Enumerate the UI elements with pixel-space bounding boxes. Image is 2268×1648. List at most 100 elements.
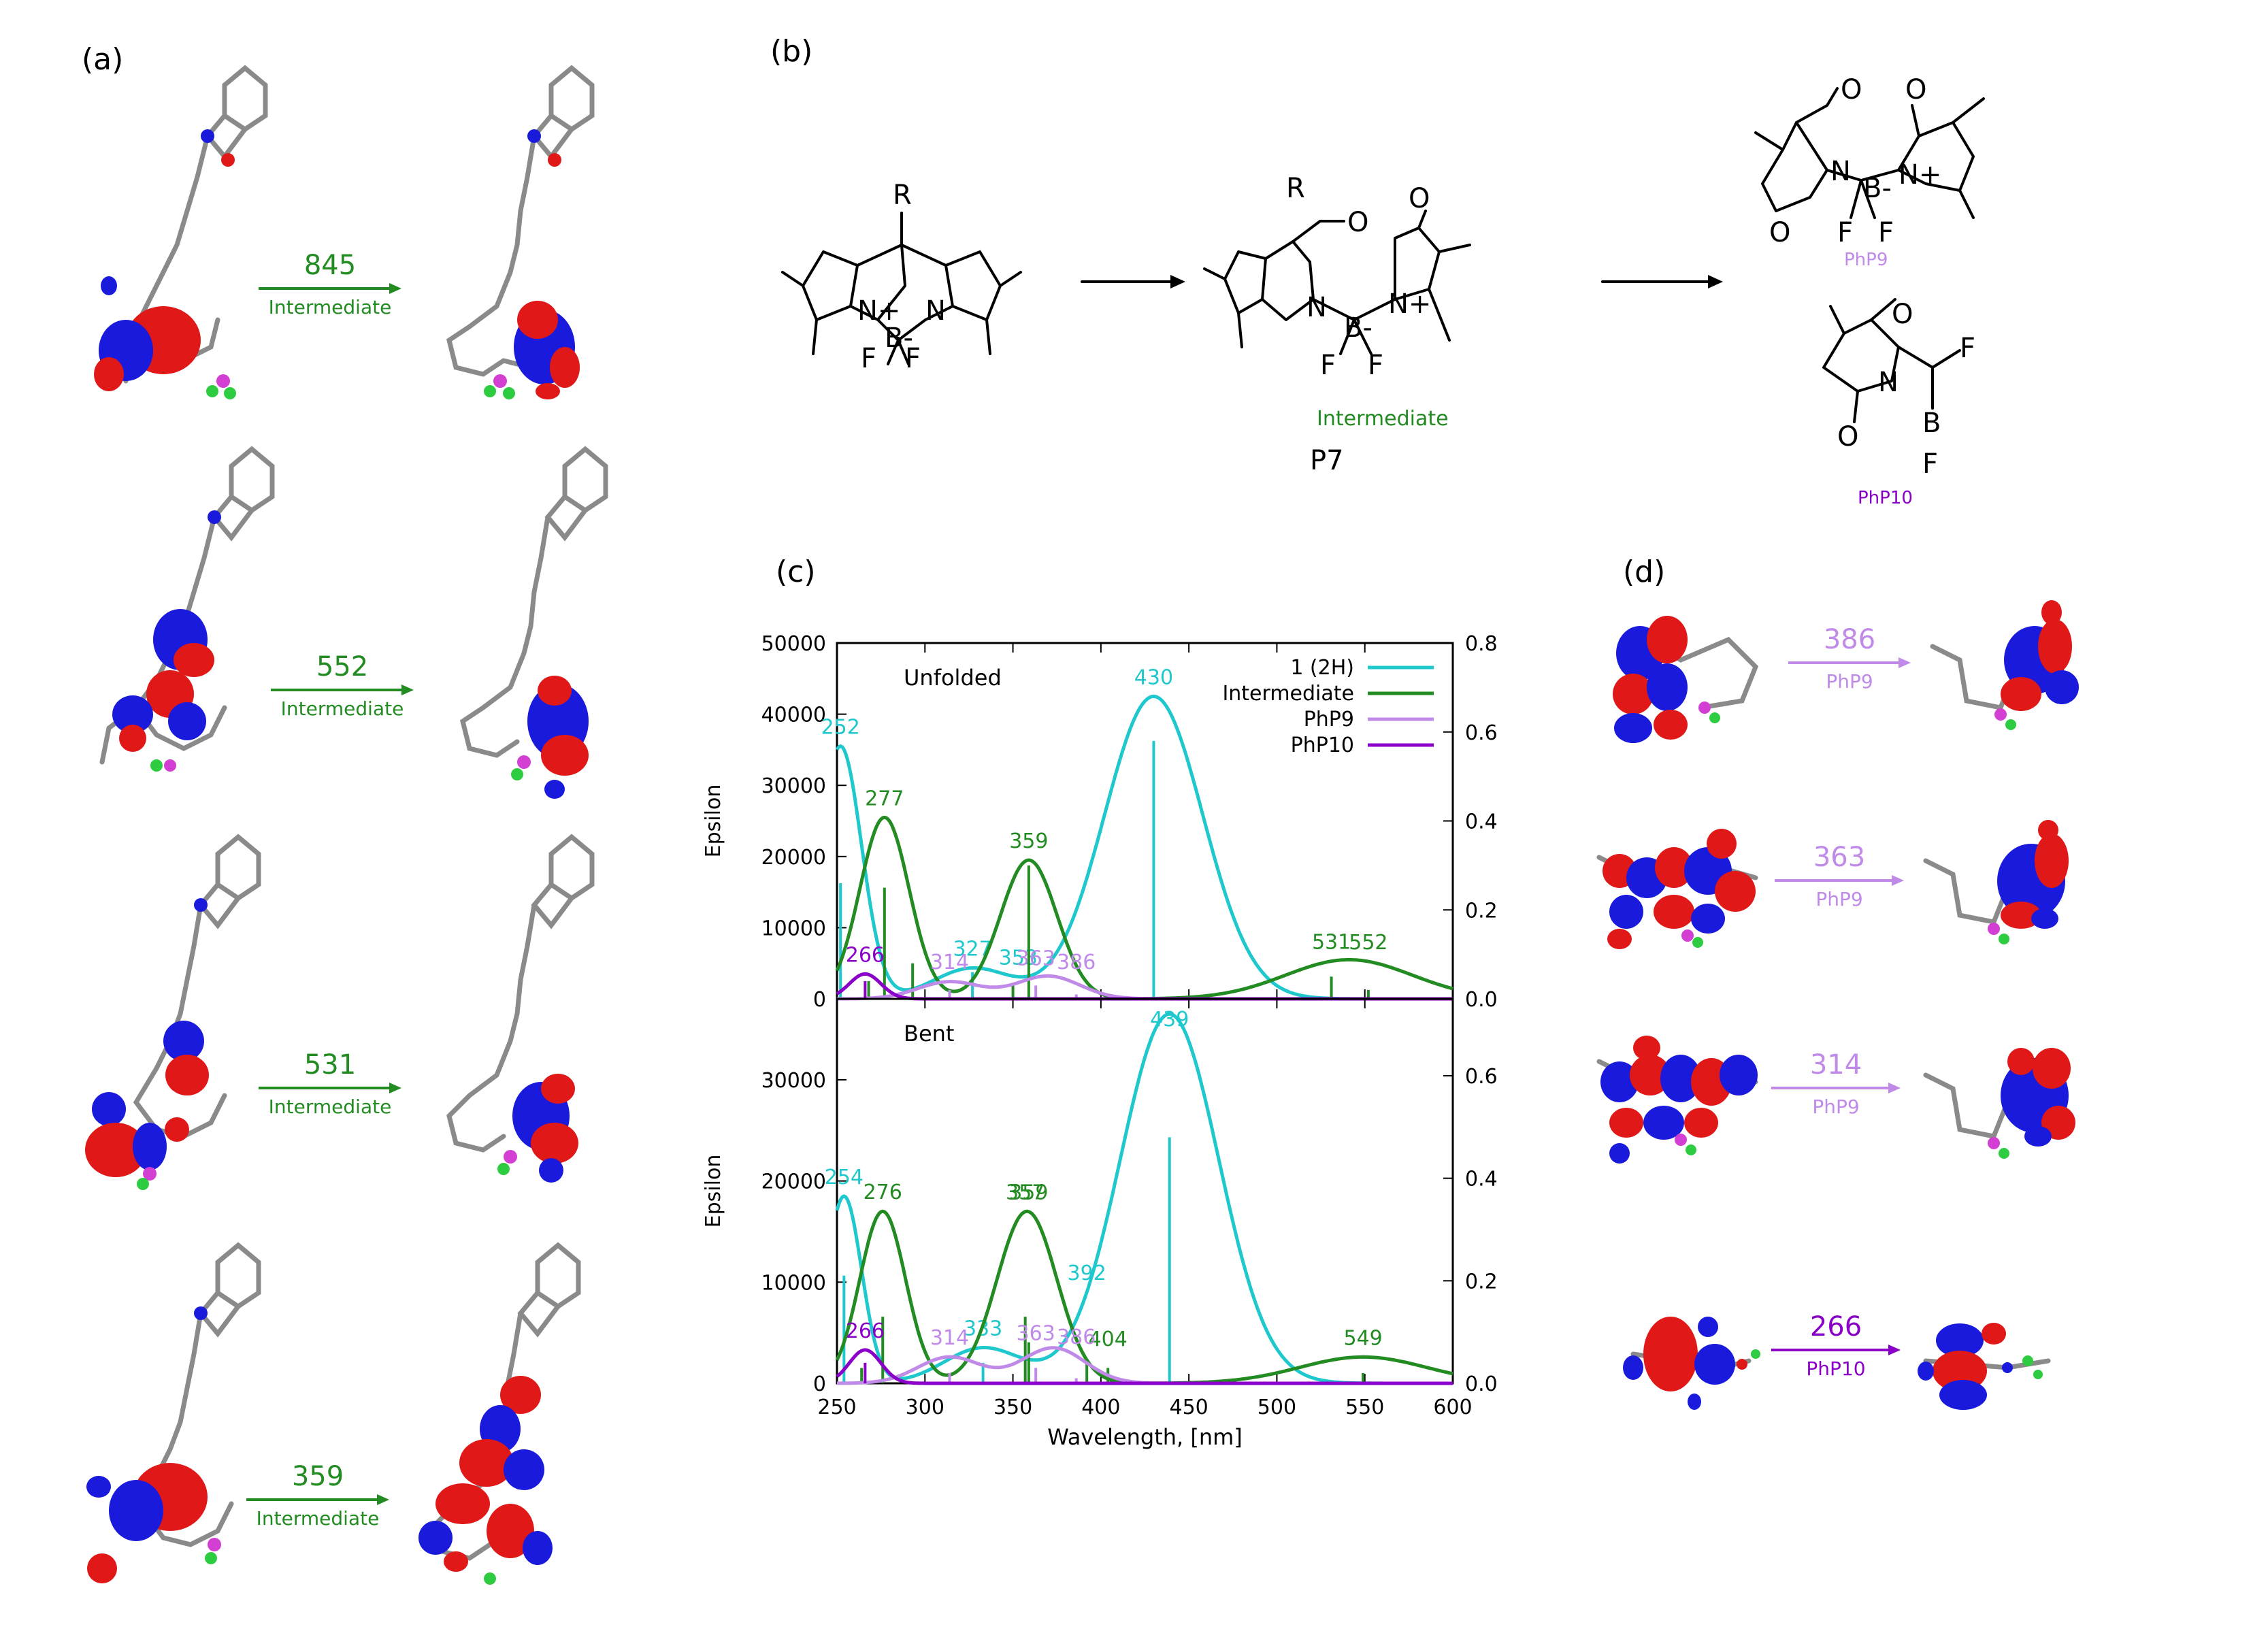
peak-label: 314 [930,951,969,974]
x-tick-label: 400 [1081,1396,1120,1419]
reactant-n-plus-label: N+ [857,295,900,327]
legend-label: PhP9 [1304,708,1354,731]
y2-tick-label: 0.6 [1465,721,1498,745]
x-tick-label: 450 [1170,1396,1209,1419]
panel-a-label: (a) [82,42,124,77]
orbital-molecule-d2-right [1923,820,2069,944]
peak-label: 531 [1312,931,1351,955]
reactant-b-minus-label: B- [885,323,913,354]
orbital-molecule-d1-right [1930,600,2079,730]
orbital-molecule-a1-right [446,65,595,399]
orbital-molecule-a2-left [99,446,275,772]
phP9-n-label: N [1830,156,1851,187]
p7-f2-label: F [1368,350,1383,381]
phP9-n-plus-label: N+ [1899,159,1941,191]
peak-label: 314 [930,1326,969,1350]
panel-a-transition-1: 845 Intermediate [259,252,401,317]
y-tick-label: 0 [813,1372,826,1396]
orbital-molecule-d3-right [1923,1048,2075,1159]
orbital-molecule-a2-right [460,446,608,799]
legend-label: Intermediate [1222,682,1354,706]
orbital-molecule-d3-left [1596,1036,1758,1164]
panel-d-transition-3: 314 PhP9 [1771,1051,1901,1117]
transition-product: PhP9 [1815,888,1863,910]
orbital-molecule-a1-left [94,65,268,399]
phP10-b-label: B [1922,408,1941,439]
peak-label: 276 [864,1181,902,1204]
peak-label: 359 [1009,829,1048,853]
y-axis-label: Epsilon [702,1155,725,1228]
y-tick-label: 30000 [761,774,826,798]
subplot-title: Unfolded [904,665,1002,691]
x-tick-label: 500 [1258,1396,1296,1419]
spectrum-line [836,1348,1453,1385]
p7-name: P7 [1310,445,1344,476]
transition-wavelength: 266 [1809,1311,1862,1342]
panel-d-label: (d) [1623,555,1666,589]
legend-label: 1 (2H) [1290,656,1354,680]
p7-n-plus-label: N+ [1388,289,1431,320]
transition-wavelength: 531 [303,1049,357,1081]
legend-label: PhP10 [1291,734,1354,757]
x-tick-label: 300 [906,1396,944,1419]
p7-b-minus-label: B- [1344,312,1373,344]
peak-label: 386 [1057,1325,1096,1349]
y-tick-label: 10000 [761,1271,826,1295]
peak-label: 266 [846,1319,885,1343]
spectrum-line [835,1209,1453,1385]
phP9-o2-label: O [1769,217,1790,248]
phP9-o1-label: O [1841,74,1862,105]
transition-product: PhP9 [1812,1095,1860,1118]
transition-wavelength: 363 [1813,842,1866,873]
panel-c-label: (c) [776,555,816,589]
spectrum-unfolded-plot: 010000200003000040000500000.00.20.40.60.… [702,632,1498,1012]
orbital-molecule-d1-left [1613,616,1759,743]
right-arrow-icon [1771,1083,1901,1093]
peak-label: 353 [999,946,1038,970]
y2-tick-label: 0.4 [1465,1168,1498,1191]
phP10-o2-label: O [1837,421,1858,452]
peak-label: 254 [825,1166,864,1189]
x-tick-label: 250 [817,1396,856,1419]
peak-label: 549 [1343,1326,1382,1350]
y-tick-label: 30000 [761,1069,826,1093]
panel-a-transition-4: 359 Intermediate [246,1463,389,1528]
right-arrow-icon [259,1083,401,1093]
transition-product: Intermediate [280,697,404,720]
y2-tick-label: 0.0 [1465,988,1498,1012]
y-tick-label: 50000 [761,632,826,656]
y2-tick-label: 0.2 [1465,1270,1498,1293]
transition-wavelength: 359 [291,1461,344,1492]
p7-n-label: N [1306,292,1327,323]
phP10-name: PhP10 [1858,488,1913,508]
p7-tag: Intermediate [1317,407,1449,431]
peak-label: 266 [846,943,885,967]
peak-label: 404 [1089,1328,1128,1351]
y-tick-label: 20000 [761,846,826,870]
reactant-f1-label: F [861,343,876,374]
subplot-title: Bent [904,1021,954,1047]
reactant-f2-label: F [905,343,921,374]
transition-wavelength: 386 [1823,624,1876,655]
phP9-b-minus-label: B- [1863,173,1892,204]
phP10-n-label: N [1878,367,1899,398]
y2-tick-label: 0.8 [1465,632,1498,656]
peak-label: 392 [1068,1262,1106,1285]
reactant-r-label: R [893,180,912,211]
peak-label: 430 [1134,665,1173,689]
spectrum-line [837,1346,1453,1385]
phP9-f2-label: F [1878,217,1894,248]
p7-o2-label: O [1409,183,1430,214]
spectrum-line [836,974,1453,1001]
peak-label: 357 [1006,1181,1045,1205]
peak-label: 363 [1017,1321,1055,1345]
right-arrow-icon [271,685,414,695]
transition-product: Intermediate [256,1507,380,1530]
y-tick-label: 0 [813,988,826,1012]
phP10-o1-label: O [1892,299,1913,330]
p7-f1-label: F [1320,350,1336,381]
x-tick-label: 350 [993,1396,1032,1419]
right-arrow-icon [246,1494,389,1505]
